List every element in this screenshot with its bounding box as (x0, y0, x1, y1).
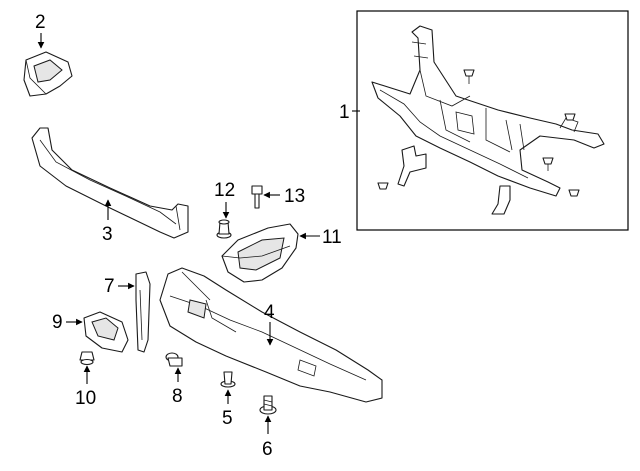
radiator-support-assembly (371, 25, 605, 215)
callout-4: 4 (264, 302, 275, 323)
side-support-bracket (135, 271, 151, 353)
push-pin-retainer (220, 371, 236, 388)
callout-5: 5 (222, 408, 233, 429)
callout-12: 12 (214, 180, 235, 201)
push-pin-12 (216, 219, 232, 239)
left-deflector (83, 311, 129, 353)
callout-8: 8 (172, 386, 183, 407)
callout-11: 11 (322, 227, 342, 248)
callout-10: 10 (75, 388, 96, 409)
callout-6: 6 (262, 439, 273, 460)
callout-1: 1 (339, 102, 350, 123)
clip-8 (165, 352, 183, 367)
callout-2: 2 (35, 12, 46, 33)
screw-10 (79, 351, 95, 366)
bolt-13 (251, 185, 263, 209)
callout-9: 9 (52, 312, 63, 333)
lower-tie-bar (31, 127, 189, 239)
upper-bracket (23, 51, 73, 97)
bolt-6 (259, 395, 277, 415)
lower-air-deflector (159, 267, 383, 403)
right-deflector (221, 223, 299, 283)
callout-7: 7 (104, 276, 115, 297)
callout-3: 3 (102, 224, 113, 245)
callout-13: 13 (284, 186, 305, 207)
inset-frame (356, 10, 629, 231)
